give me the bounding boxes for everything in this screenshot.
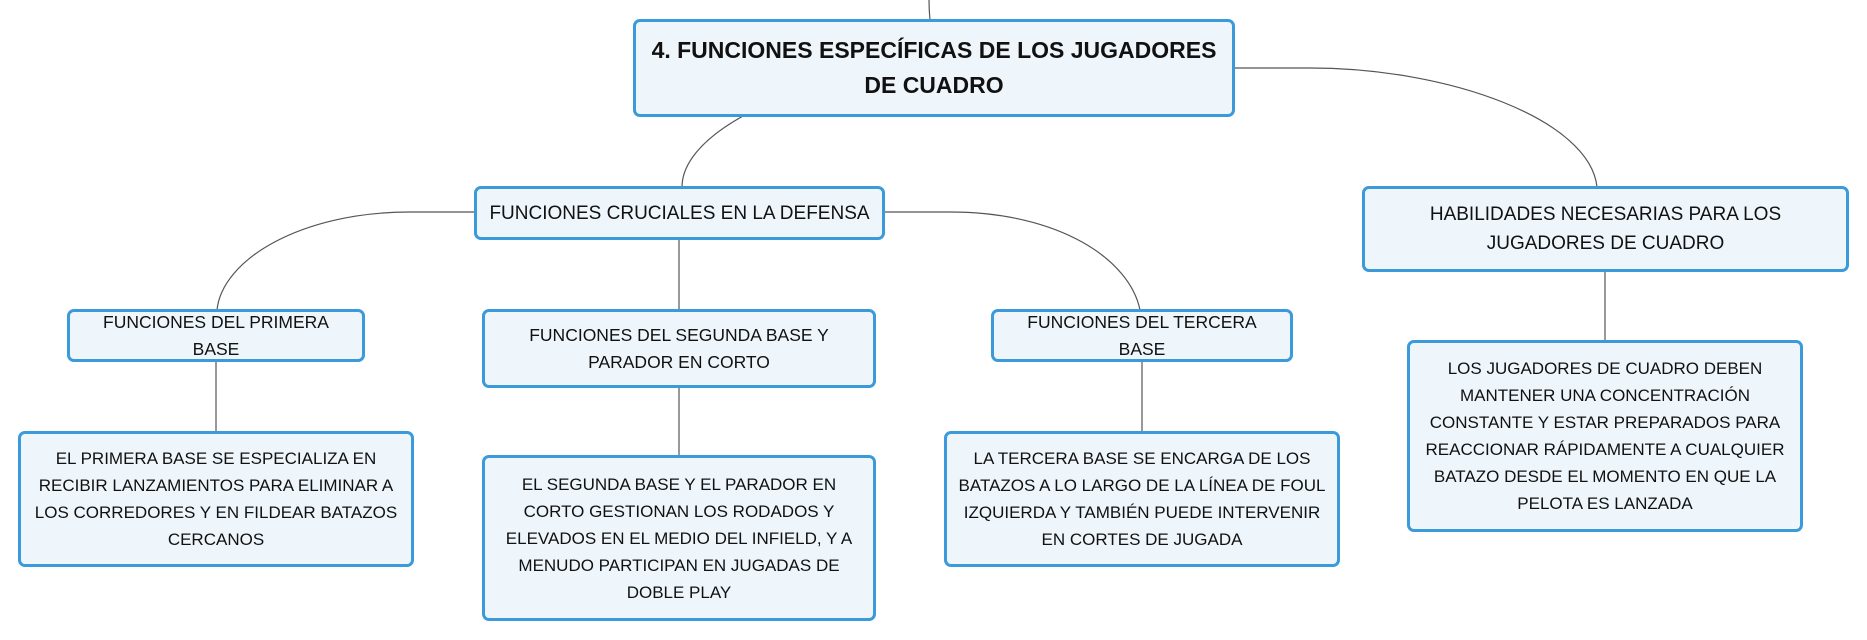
subtopic-primera-base-label: FUNCIONES DEL PRIMERA BASE	[103, 311, 329, 359]
detail-segunda-base-text: EL SEGUNDA BASE Y EL PARADOR EN CORTO GE…	[505, 474, 853, 602]
connector-defensa-to-tercera	[884, 211, 1141, 311]
root-topic-label: 4. FUNCIONES ESPECÍFICAS DE LOS JUGADORE…	[651, 37, 1217, 98]
subtopic-tercera-base-label: FUNCIONES DEL TERCERA BASE	[1027, 311, 1257, 359]
connector-parent-to-root	[928, 0, 931, 21]
detail-tercera-base-text: LA TERCERA BASE SE ENCARGA DE LOS BATAZO…	[958, 449, 1326, 549]
topic-defensa-label: FUNCIONES CRUCIALES EN LA DEFENSA	[489, 202, 870, 224]
detail-habilidades-node[interactable]: LOS JUGADORES DE CUADRO DEBEN MANTENER U…	[1407, 340, 1803, 532]
detail-habilidades-text: LOS JUGADORES DE CUADRO DEBEN MANTENER U…	[1425, 359, 1785, 513]
detail-primera-base-node[interactable]: EL PRIMERA BASE SE ESPECIALIZA EN RECIBI…	[18, 431, 414, 567]
detail-segunda-base-node[interactable]: EL SEGUNDA BASE Y EL PARADOR EN CORTO GE…	[482, 455, 876, 621]
topic-defensa-node[interactable]: FUNCIONES CRUCIALES EN LA DEFENSA	[474, 186, 885, 240]
detail-primera-base-text: EL PRIMERA BASE SE ESPECIALIZA EN RECIBI…	[34, 449, 398, 549]
topic-habilidades-node[interactable]: HABILIDADES NECESARIAS PARA LOS JUGADORE…	[1362, 186, 1849, 272]
detail-tercera-base-node[interactable]: LA TERCERA BASE SE ENCARGA DE LOS BATAZO…	[944, 431, 1340, 567]
connector-root-to-habilidades	[1234, 67, 1598, 188]
subtopic-tercera-base-node[interactable]: FUNCIONES DEL TERCERA BASE	[991, 309, 1293, 362]
subtopic-segunda-base-node[interactable]: FUNCIONES DEL SEGUNDA BASE Y PARADOR EN …	[482, 309, 876, 388]
connector-defensa-to-primera	[216, 211, 475, 311]
root-topic-node[interactable]: 4. FUNCIONES ESPECÍFICAS DE LOS JUGADORE…	[633, 19, 1235, 117]
subtopic-segunda-base-label: FUNCIONES DEL SEGUNDA BASE Y PARADOR EN …	[529, 324, 829, 372]
subtopic-primera-base-node[interactable]: FUNCIONES DEL PRIMERA BASE	[67, 309, 365, 362]
connector-root-to-defensa	[681, 115, 744, 188]
topic-habilidades-label: HABILIDADES NECESARIAS PARA LOS JUGADORE…	[1429, 204, 1782, 254]
